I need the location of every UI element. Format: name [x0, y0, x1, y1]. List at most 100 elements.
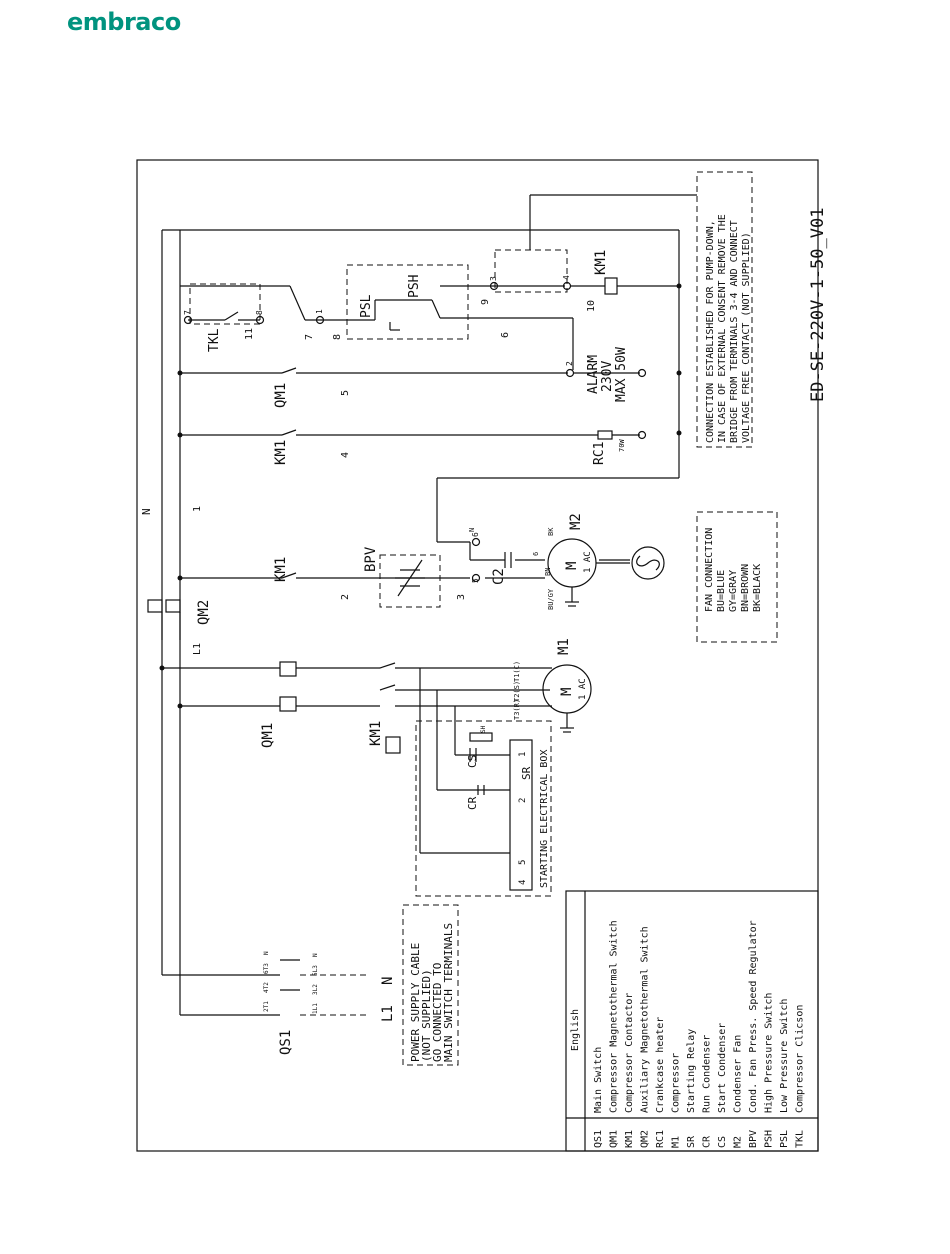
bpv-regulator: [395, 559, 425, 597]
sr-label: SR: [520, 766, 533, 780]
wire-number-9: 9: [480, 299, 491, 305]
wire-number-4: 4: [340, 452, 351, 458]
fan-connection-line: FAN CONNECTION: [704, 528, 715, 612]
rc1-label: RC1: [592, 442, 607, 465]
qm1-km1-power: [162, 661, 552, 754]
legend-code-cr: CR: [702, 1135, 713, 1148]
c2-capacitor: [504, 552, 512, 568]
m1-motor-symbol: M: [559, 688, 575, 696]
pump-down-note-line: CONNECTION ESTABLISHED FOR PUMP-DOWN,: [705, 220, 716, 443]
legend-code-cs: CS: [717, 1136, 728, 1148]
branch-lines: [180, 285, 680, 579]
legend-desc-cs: Start Condenser: [717, 1023, 728, 1113]
terminals: [183, 281, 647, 583]
sr-terminal-5: 5: [518, 860, 528, 865]
qs1-bot-terminal: 5L3: [312, 965, 319, 976]
legend-desc-m2: Condenser Fan: [733, 1035, 744, 1113]
drawing-frame: [136, 159, 819, 1152]
fan-connection-line: BU=BLUE: [716, 570, 727, 612]
m2-wire-0: BU/GY: [547, 588, 555, 610]
alarm-label-1: ALARM: [586, 355, 601, 394]
bpv-label: BPV: [363, 546, 379, 572]
wire-number-8: 8: [332, 334, 343, 340]
km1-contact-label: KM1: [273, 440, 289, 465]
qs1-top-terminal: 6T3: [263, 963, 270, 974]
rc1-heater: [597, 430, 613, 440]
legend-code-tkl: TKL: [795, 1130, 806, 1148]
legend-desc-psh: High Pressure Switch: [764, 993, 775, 1113]
km1-coil-top-label: KM1: [593, 250, 609, 275]
legend-code-rc1: RC1: [655, 1130, 666, 1148]
sh-label: SH: [480, 725, 487, 733]
legend-desc-sr: Starting Relay: [686, 1029, 697, 1113]
qs1-bot-terminal: 1L1: [312, 1003, 319, 1014]
terminal-number-4: 4: [562, 275, 571, 280]
legend-code-qm1: QM1: [609, 1130, 620, 1148]
power-cable-note-line: POWER SUPPLY CABLE: [409, 943, 422, 1062]
psl-psh: [350, 285, 485, 331]
terminal-number-8: 8: [255, 310, 264, 315]
power-cable-note-line: MAIN SWITCH TERMINALS: [442, 923, 455, 1062]
contacts: [188, 285, 306, 579]
km1-bpv-contact-label: KM1: [273, 557, 289, 582]
terminal-number-7: 7: [183, 310, 192, 315]
tkl-label: TKL: [207, 328, 222, 352]
wire-number-7: 7: [304, 334, 315, 340]
legend-code-km1: KM1: [624, 1130, 635, 1148]
pump-down-note-line: BRIDGE FROM TERMINALS 3-4 AND CONNECT: [729, 220, 740, 443]
rail-n-label: N: [140, 508, 153, 515]
legend-code-qs1: QS1: [593, 1130, 604, 1148]
t2-label: T2(S): [513, 681, 521, 702]
m1-1ac-label: 1 AC: [578, 678, 588, 700]
sr-terminal-4: 4: [518, 880, 528, 885]
power-cable-note-line: GO CONNECTED TO: [431, 963, 444, 1062]
rc1-power-label: 70W: [618, 439, 626, 452]
m1-label: M1: [556, 638, 572, 655]
fan-connection-line: BN=BROWN: [740, 564, 751, 612]
legend-desc-rc1: Crankcase heater: [655, 1017, 666, 1113]
dashed-enclosures: [189, 171, 778, 1066]
legend-code-qm2: QM2: [640, 1130, 651, 1148]
power-rails: [159, 229, 682, 1015]
m2-1ac-label: 1 AC: [583, 551, 593, 573]
legend-desc-cr: Run Condenser: [702, 1035, 713, 1113]
terminal-number-6: 6: [471, 532, 480, 537]
qm2-label: QM2: [196, 600, 212, 625]
qs1-label: QS1: [278, 1030, 294, 1055]
qs1-main-switch: [162, 959, 370, 1016]
wire-number-2: 2: [340, 594, 351, 600]
qs1-top-terminal: N: [263, 951, 270, 955]
wire-number-1: 1: [192, 506, 203, 512]
wire-number-5: 5: [340, 390, 351, 396]
legend-code-bpv: BPV: [748, 1130, 759, 1148]
psl-label: PSL: [359, 294, 374, 318]
starting-relay: [419, 668, 533, 891]
wire-number-10: 10: [586, 300, 597, 312]
km1-coil-label: KM1: [368, 721, 384, 746]
starting-box-label: STARTING ELECTRICAL BOX: [539, 750, 550, 888]
m2-motor-symbol: M: [564, 562, 580, 570]
terminal-number-5: 5: [471, 578, 480, 583]
legend-desc-m1: Compressor: [671, 1053, 682, 1113]
sr-terminal-1: 1: [518, 752, 528, 757]
m2-wire-1: BN: [544, 568, 552, 576]
fan-connection-line: GY=GRAY: [728, 570, 739, 612]
qs1-top-terminal: 4T2: [263, 982, 270, 993]
c2-label: C2: [491, 568, 507, 585]
legend-desc-km1: Compressor Contactor: [624, 993, 635, 1113]
sr-terminal-2: 2: [518, 798, 528, 803]
legend-header: English: [570, 1009, 581, 1051]
line-l1-label: L1: [380, 1005, 396, 1022]
cs-label: CS: [466, 755, 479, 768]
alarm-label-2: 230V: [600, 361, 615, 392]
legend-desc-qm1: Compressor Magnetothermal Switch: [609, 920, 620, 1113]
qm1-aux-label: QM1: [273, 383, 289, 408]
drawing-code: ED-SE-220V-1-50_V01: [808, 208, 828, 402]
m2-label: M2: [568, 513, 584, 530]
qs1-top-terminal: 2T1: [263, 1001, 270, 1012]
legend-code-psh: PSH: [764, 1130, 775, 1148]
wire-number-6: 6: [500, 332, 511, 338]
legend-desc-psl: Low Pressure Switch: [779, 999, 790, 1113]
legend-code-sr: SR: [686, 1135, 697, 1148]
